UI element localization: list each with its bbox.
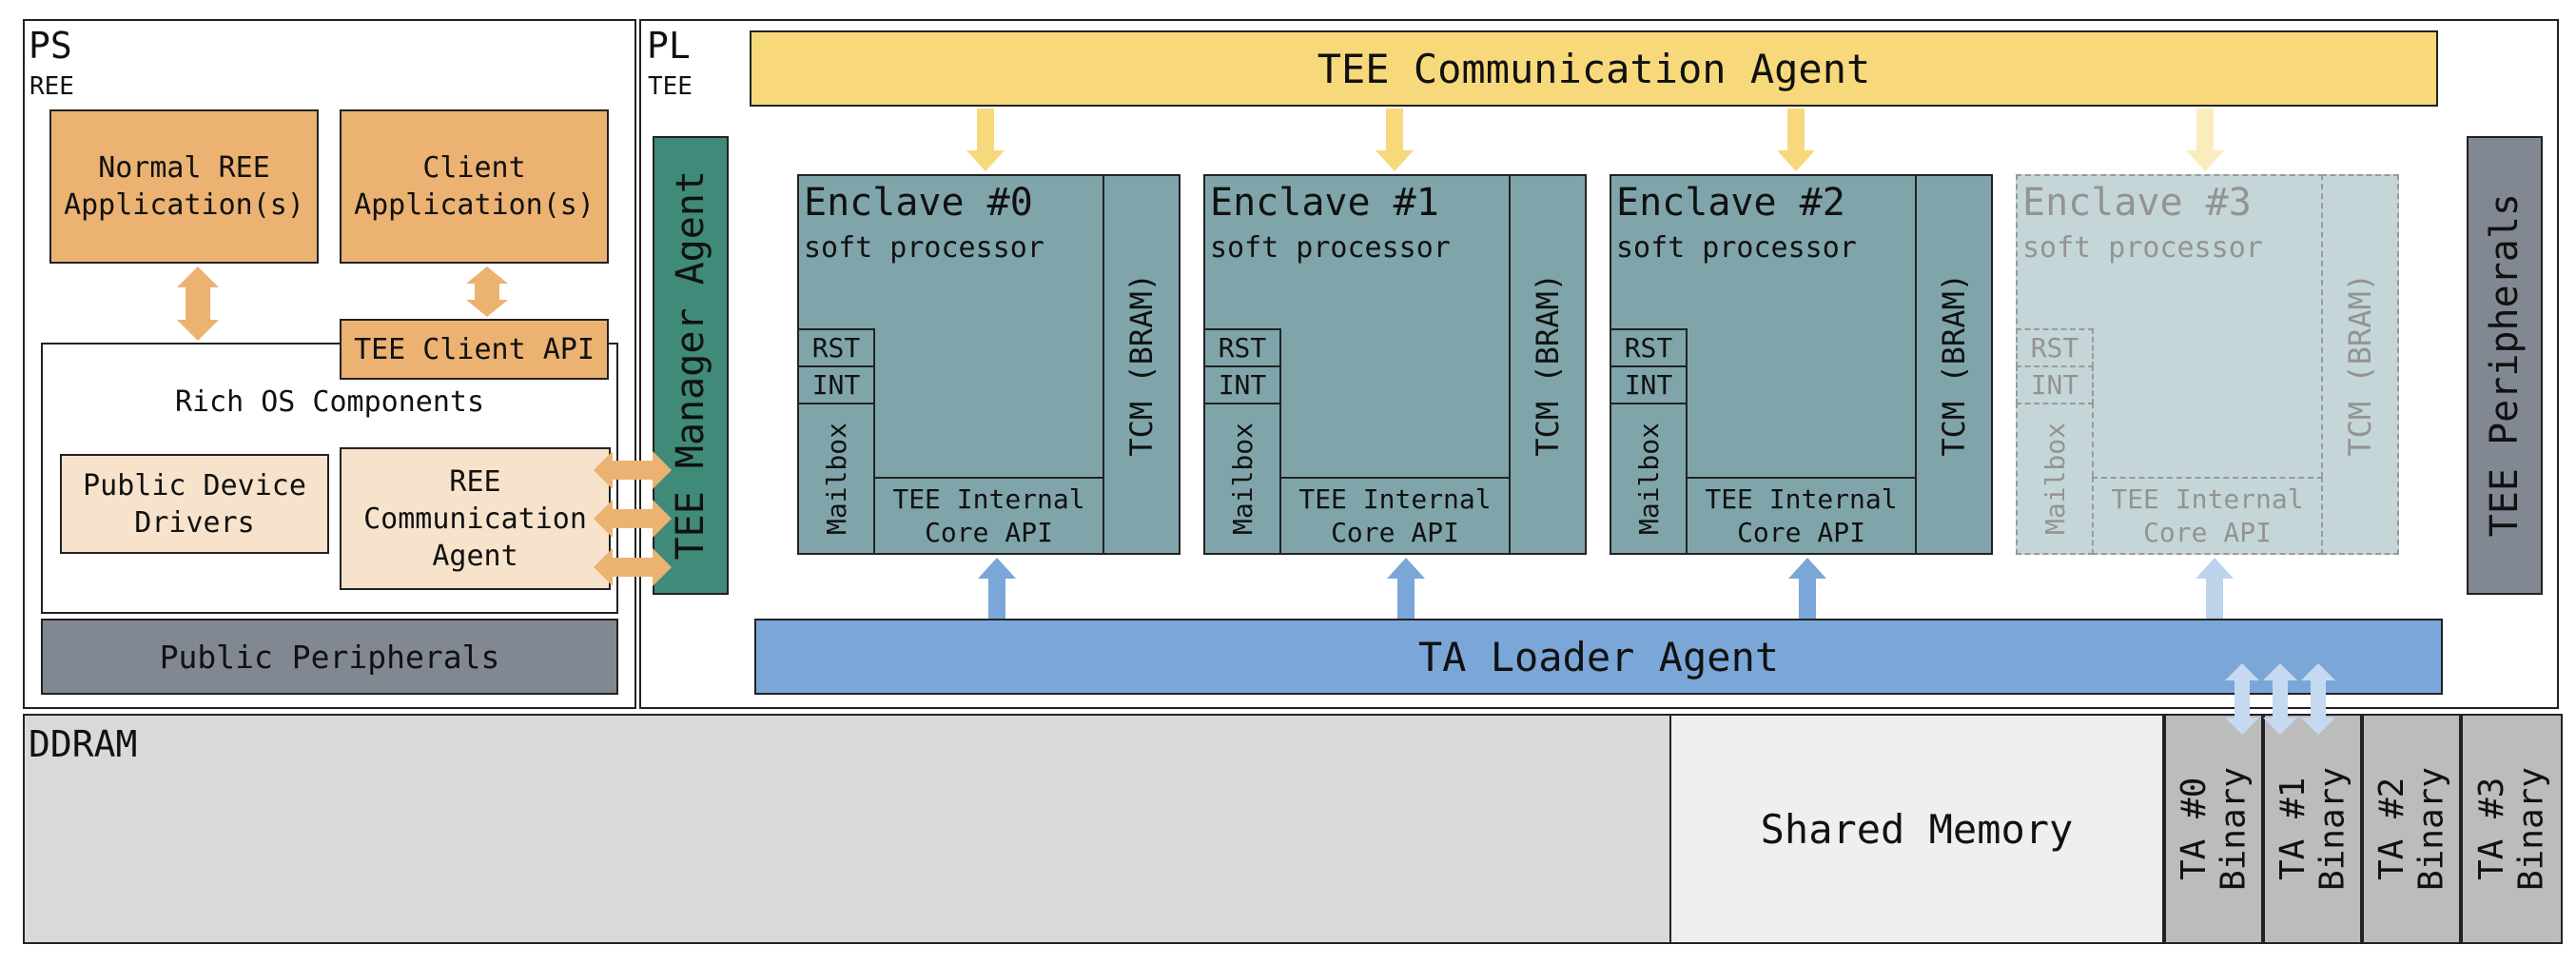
loader-binary-arrow xyxy=(2225,663,2259,735)
shared-memory-box: Shared Memory xyxy=(1669,714,2164,944)
ree-tee-manager-arrow xyxy=(594,500,672,538)
enclave-3: Enclave #3 soft processor TCM (BRAM) RST… xyxy=(2016,174,2399,555)
normal-app-rich-os-arrow xyxy=(177,266,219,341)
int-box: INT xyxy=(1610,365,1688,404)
int-label: INT xyxy=(811,369,861,401)
tee-internal-api-box: TEE Internal Core API xyxy=(1279,477,1511,555)
ree-comm-agent-box: REE Communication Agent xyxy=(340,447,611,590)
client-app-api-arrow xyxy=(466,266,508,317)
tee-internal-api-label: TEE Internal Core API xyxy=(1705,483,1898,548)
int-box: INT xyxy=(2016,365,2094,404)
tee-internal-api-label: TEE Internal Core API xyxy=(2111,483,2304,548)
enclave-title: Enclave #2 xyxy=(1616,181,1845,225)
ps-subtitle: REE xyxy=(29,72,74,101)
comm-to-enclave-arrow xyxy=(2186,108,2224,171)
mailbox-box: Mailbox xyxy=(2016,403,2094,555)
ps-region xyxy=(23,19,636,709)
tcm-box: TCM (BRAM) xyxy=(1915,174,1993,555)
comm-to-enclave-arrow xyxy=(1777,108,1815,171)
enclave-body xyxy=(2016,174,2399,555)
tee-client-api-box: TEE Client API xyxy=(340,319,609,380)
rst-label: RST xyxy=(811,332,861,364)
ta-binary-3: TA #3 Binary xyxy=(2461,714,2563,944)
tee-internal-api-label: TEE Internal Core API xyxy=(892,483,1085,548)
enclave-subtitle: soft processor xyxy=(804,231,1044,265)
enclave-subtitle: soft processor xyxy=(1210,231,1451,265)
tee-internal-api-box: TEE Internal Core API xyxy=(2092,477,2323,555)
enclave-title: Enclave #1 xyxy=(1210,181,1439,225)
rich-os-label: Rich OS Components xyxy=(174,385,485,419)
tcm-box: TCM (BRAM) xyxy=(2321,174,2399,555)
client-app-box: Client Application(s) xyxy=(340,109,609,264)
ree-tee-manager-arrow xyxy=(594,548,672,586)
enclave-2: Enclave #2 soft processor TCM (BRAM) RST… xyxy=(1610,174,1993,555)
public-drivers-box: Public Device Drivers xyxy=(60,454,329,554)
normal-ree-app-box: Normal REE Application(s) xyxy=(49,109,319,264)
enclave-subtitle: soft processor xyxy=(2022,231,2263,265)
rst-label: RST xyxy=(1218,332,1267,364)
shared-memory-label: Shared Memory xyxy=(1760,805,2074,853)
comm-to-enclave-arrow xyxy=(1376,108,1414,171)
public-peripherals-box: Public Peripherals xyxy=(41,619,618,695)
pl-subtitle: TEE xyxy=(648,72,693,101)
ta-binary-0: TA #0 Binary xyxy=(2164,714,2263,944)
client-app-label: Client Application(s) xyxy=(354,151,595,222)
normal-ree-app-label: Normal REE Application(s) xyxy=(64,151,304,222)
int-label: INT xyxy=(1218,369,1267,401)
loader-binary-arrow xyxy=(2263,663,2297,735)
loader-to-enclave-arrow xyxy=(978,558,1016,619)
int-label: INT xyxy=(2030,369,2079,401)
ree-tee-manager-arrow xyxy=(594,451,672,489)
rst-box: RST xyxy=(2016,328,2094,367)
enclave-title: Enclave #0 xyxy=(804,181,1033,225)
public-drivers-label: Public Device Drivers xyxy=(83,468,306,540)
tee-client-api-label: TEE Client API xyxy=(354,332,595,366)
rst-box: RST xyxy=(1203,328,1281,367)
mailbox-box: Mailbox xyxy=(797,403,875,555)
ta-loader-agent-label: TA Loader Agent xyxy=(1417,633,1780,680)
tee-internal-api-box: TEE Internal Core API xyxy=(873,477,1104,555)
int-box: INT xyxy=(1203,365,1281,404)
public-peripherals-label: Public Peripherals xyxy=(159,638,500,676)
pl-region xyxy=(639,19,2559,709)
ddram-title: DDRAM xyxy=(29,723,138,765)
tcm-box: TCM (BRAM) xyxy=(1103,174,1181,555)
mailbox-box: Mailbox xyxy=(1610,403,1688,555)
enclave-0: Enclave #0 soft processor TCM (BRAM) RST… xyxy=(797,174,1181,555)
tcm-box: TCM (BRAM) xyxy=(1509,174,1587,555)
rst-label: RST xyxy=(1624,332,1673,364)
tee-internal-api-box: TEE Internal Core API xyxy=(1686,477,1917,555)
comm-to-enclave-arrow xyxy=(966,108,1005,171)
ps-title: PS xyxy=(29,25,72,67)
loader-binary-arrow xyxy=(2301,663,2335,735)
enclave-subtitle: soft processor xyxy=(1616,231,1857,265)
tee-comm-agent-label: TEE Communication Agent xyxy=(1317,45,1871,92)
ta-loader-agent-box: TA Loader Agent xyxy=(754,619,2443,695)
tee-internal-api-label: TEE Internal Core API xyxy=(1298,483,1492,548)
loader-to-enclave-arrow xyxy=(2195,558,2234,619)
tee-peripherals-box: TEE Peripherals xyxy=(2467,136,2543,595)
rst-box: RST xyxy=(797,328,875,367)
ree-comm-agent-label: REE Communication Agent xyxy=(363,464,587,573)
ta-binary-2: TA #2 Binary xyxy=(2362,714,2461,944)
ta-binary-1: TA #1 Binary xyxy=(2263,714,2362,944)
loader-to-enclave-arrow xyxy=(1387,558,1425,619)
pl-title: PL xyxy=(647,25,691,67)
int-box: INT xyxy=(797,365,875,404)
loader-to-enclave-arrow xyxy=(1788,558,1826,619)
enclave-title: Enclave #3 xyxy=(2022,181,2252,225)
int-label: INT xyxy=(1624,369,1673,401)
enclave-1: Enclave #1 soft processor TCM (BRAM) RST… xyxy=(1203,174,1587,555)
tee-comm-agent-box: TEE Communication Agent xyxy=(750,30,2438,107)
rst-label: RST xyxy=(2030,332,2079,364)
